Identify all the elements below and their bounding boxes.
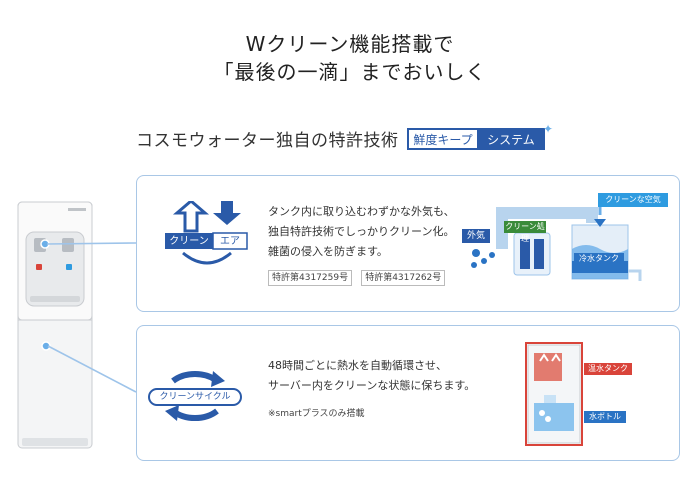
clean-air-text-line: タンク内に取り込むわずかな外気も、 xyxy=(268,205,455,218)
clean-cycle-diagram xyxy=(525,342,632,446)
clean-air-text-line: 独自特許技術でしっかりクリーン化。 xyxy=(268,225,455,238)
clean-air-label: クリーンな空気 xyxy=(605,195,661,204)
badge-left-label: 鮮度キープ xyxy=(407,128,477,150)
outside-air-label: 外気 xyxy=(466,231,485,241)
sparkle-icon: ✦ xyxy=(542,122,553,136)
headline-line-1: Wクリーン機能搭載で xyxy=(245,32,455,56)
clean-air-description: タンク内に取り込むわずかな外気も、 独自特許技術でしっかりクリーン化。 雑菌の侵… xyxy=(268,202,488,262)
clean-air-icon-label-right: エア xyxy=(220,236,240,247)
clean-cycle-text-line: サーバー内をクリーンな状態に保ちます。 xyxy=(268,379,476,392)
water-dispenser-illustration xyxy=(17,201,93,449)
clean-cycle-icon-label: クリーンサイクル xyxy=(159,392,231,402)
smart-plus-note: ※smartプラスのみ搭載 xyxy=(268,409,365,419)
clean-air-panel: クリーン エア タンク内に取り込むわずかな外気も、 独自特許技術でしっかりクリー… xyxy=(136,175,680,312)
water-bottle-label: 水ボトル xyxy=(589,412,621,421)
cold-tank-label: 冷水タンク xyxy=(579,254,619,263)
clean-cycle-icon xyxy=(148,371,242,421)
patent-list: 特許第4317259号 特許第4317262号 xyxy=(268,265,508,286)
clean-process-label: クリーン処理 xyxy=(505,222,545,243)
patent-number: 特許第4317259号 xyxy=(268,270,353,286)
clean-air-icon-label-left: クリーン xyxy=(169,236,209,247)
clean-air-icon xyxy=(165,201,248,265)
freshness-keep-badge: 鮮度キープ システム ✦ xyxy=(407,122,553,152)
section-title: コスモウォーター独自の特許技術 xyxy=(136,131,399,151)
hot-tank-label: 温水タンク xyxy=(588,364,628,373)
patent-number: 特許第4317262号 xyxy=(361,270,446,286)
clean-cycle-panel: クリーンサイクル 48時間ごとに熱水を自動循環させ、 サーバー内をクリーンな状態… xyxy=(136,325,680,461)
badge-right-text: システム xyxy=(487,132,535,147)
clean-air-diagram xyxy=(462,193,668,281)
headline-line-2: 「最後の一滴」までおいしく xyxy=(213,60,487,84)
clean-cycle-text-line: 48時間ごとに熱水を自動循環させ、 xyxy=(268,359,447,372)
clean-cycle-description: 48時間ごとに熱水を自動循環させ、 サーバー内をクリーンな状態に保ちます。 xyxy=(268,356,498,396)
badge-right-label: システム ✦ xyxy=(477,122,553,150)
clean-air-text-line: 雑菌の侵入を防ぎます。 xyxy=(268,245,388,258)
